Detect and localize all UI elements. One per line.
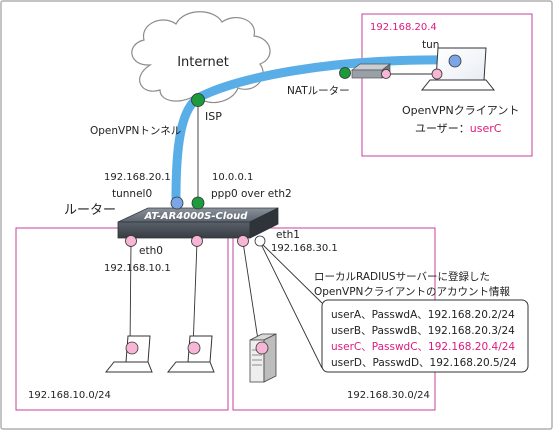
lan-laptop-1-port: [125, 341, 139, 355]
eth1-port: [237, 235, 249, 247]
cloud-label: Internet: [177, 55, 229, 70]
nat-lan-port: [381, 69, 391, 79]
ppp0-port: [191, 196, 205, 210]
lan-cables: [129, 241, 323, 369]
radius-account-box: [321, 299, 529, 373]
radius-account-1: userA、PasswdA、192.168.20.2/24: [331, 309, 515, 321]
radius-caption-line1: ローカルRADIUSサーバーに登録した: [314, 270, 490, 283]
client-user: ユーザー：userC: [415, 122, 502, 135]
router: AT-AR4000S-Cloud: [117, 207, 279, 239]
lan-laptop-2-port: [187, 341, 201, 355]
client-zone: [361, 13, 533, 157]
eth0-ip: 192.168.10.1: [104, 263, 171, 274]
server: [249, 333, 277, 383]
eth1-ip: 192.168.30.1: [271, 243, 338, 254]
tunnel0-port: [170, 196, 184, 210]
eth1-label: eth1: [276, 229, 300, 241]
lan-right-subnet: 192.168.30.0/24: [347, 390, 430, 401]
radius-account-4: userD、PasswdD、192.168.20.5/24: [331, 357, 517, 369]
radius-account-2: userB、PasswdB、192.168.20.3/24: [331, 325, 515, 337]
eth0-port-b: [191, 235, 203, 247]
lan-left-subnet: 192.168.10.0/24: [28, 390, 111, 401]
client-tun-port: [448, 54, 462, 68]
router-ppp-iface: ppp0 over eth2: [211, 188, 292, 200]
nat-wan-port: [339, 67, 351, 79]
eth0-label: eth0: [139, 245, 163, 257]
internet-cloud: Internet: [131, 11, 271, 104]
lan-laptop-1: [104, 335, 153, 373]
router-tunnel-ip: 192.168.20.1: [104, 172, 171, 183]
router-ppp-ip: 10.0.0.1: [212, 172, 253, 183]
isp-node: [191, 93, 205, 107]
eth0-port-a: [125, 235, 137, 247]
eth1-server-port: [254, 235, 266, 247]
lan-laptop-2: [166, 335, 215, 373]
vpn-tunnel: [171, 55, 460, 203]
tunnel-label: OpenVPNトンネル: [90, 125, 181, 137]
client-user-name: userC: [470, 122, 502, 135]
client-iface: tun: [422, 39, 439, 51]
client-user-prefix: ユーザー：: [415, 122, 470, 135]
nat-label: NATルーター: [287, 85, 350, 97]
radius-caption-line2: OpenVPNクライアントのアカウント情報: [314, 285, 510, 298]
client-title: OpenVPNクライアント: [402, 104, 519, 117]
router-tunnel-iface: tunnel0: [112, 188, 152, 200]
client-laptop: [420, 47, 496, 91]
server-port: [255, 341, 269, 355]
router-model: AT-AR4000S-Cloud: [144, 211, 249, 222]
client-eth-port: [431, 68, 443, 80]
client-ip: 192.168.20.4: [370, 22, 437, 33]
isp-label: ISP: [205, 110, 222, 123]
router-title: ルーター: [64, 203, 116, 218]
radius-account-3: userC、PasswdC、192.168.20.4/24: [331, 341, 515, 353]
